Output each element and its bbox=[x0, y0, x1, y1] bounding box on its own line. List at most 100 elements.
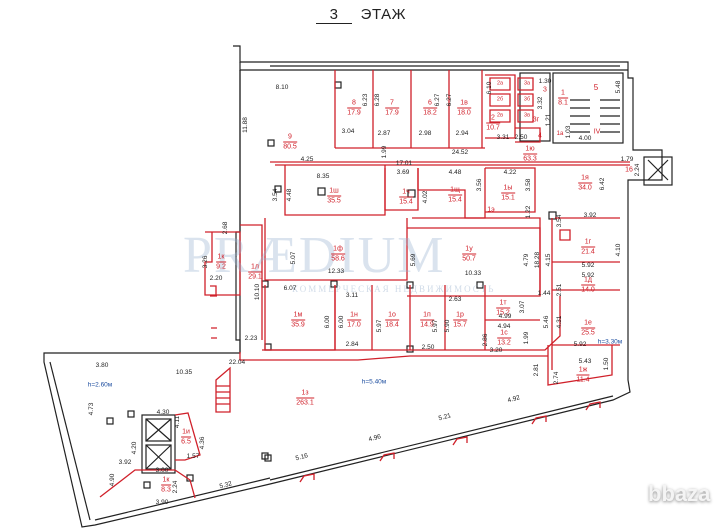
room-id: 3в bbox=[524, 112, 530, 119]
room-area: 25.5 bbox=[581, 329, 595, 337]
room-id: 3а bbox=[523, 80, 531, 87]
room-area: 15.7 bbox=[453, 321, 467, 329]
dimension-label: 5.92 bbox=[573, 340, 587, 348]
room-area: 18.0 bbox=[457, 109, 471, 117]
room-id: 16 bbox=[625, 166, 633, 174]
dimension-label: 2.51 bbox=[555, 283, 563, 297]
dimension-label: 5.48 bbox=[614, 80, 622, 94]
dimension-label: 6.00 bbox=[323, 315, 331, 329]
dimension-label: 3.04 bbox=[341, 127, 355, 135]
room-id: 7 bbox=[385, 100, 399, 109]
room-area: 17.0 bbox=[347, 321, 361, 329]
room-area: 8.3 bbox=[161, 486, 171, 494]
room-id: 1е bbox=[581, 320, 595, 329]
dimension-label: 4.30 bbox=[156, 408, 170, 416]
room-area: 15.4 bbox=[448, 196, 462, 204]
room-label: 5 bbox=[594, 84, 598, 92]
dimension-label: 4.20 bbox=[130, 441, 138, 455]
room-id: 1с bbox=[497, 330, 511, 339]
room-id: 1з bbox=[296, 390, 314, 399]
dimension-label: 12.33 bbox=[327, 267, 345, 275]
dimension-label: 1.57 bbox=[186, 452, 200, 460]
dimension-label: 3.31 bbox=[496, 133, 510, 141]
room-area: 29.1 bbox=[248, 273, 262, 281]
room-id: 1н bbox=[347, 312, 361, 321]
room-area: 63.3 bbox=[523, 155, 537, 163]
dimension-label: 6.07 bbox=[283, 284, 297, 292]
room-id: 1ч bbox=[399, 189, 413, 198]
dimension-label: 8.35 bbox=[316, 172, 330, 180]
dimension-label: 5.90 bbox=[443, 319, 451, 333]
room-id: 1в bbox=[457, 100, 471, 109]
dimension-label: 4.36 bbox=[198, 436, 206, 450]
room-area: 10.7 bbox=[486, 124, 500, 132]
room-id: 1и bbox=[181, 428, 191, 438]
dimension-label: 3.69 bbox=[396, 168, 410, 176]
room-id: 5 bbox=[593, 83, 599, 92]
dimension-label: 6.27 bbox=[433, 93, 441, 107]
room-id: 1ю bbox=[523, 146, 537, 155]
dimension-label: 2.50 bbox=[421, 343, 435, 351]
floor-title: 3 ЭТАЖ bbox=[316, 6, 406, 24]
room-id: 1р bbox=[453, 312, 467, 321]
dimension-label: 4.22 bbox=[503, 168, 517, 176]
dimension-label: 1.21 bbox=[544, 113, 552, 127]
dimension-label: 3.56 bbox=[475, 178, 483, 192]
room-label: 3в bbox=[524, 113, 530, 119]
dimension-label: 3.11 bbox=[345, 291, 359, 299]
room-id: IV bbox=[593, 128, 601, 136]
room-label: 3б bbox=[524, 97, 530, 103]
room-label: 3а bbox=[524, 81, 530, 87]
dimension-label: 1.30 bbox=[538, 77, 552, 85]
dimension-label: 4.00 bbox=[578, 134, 592, 142]
dimension-label: 4.79 bbox=[522, 253, 530, 267]
room-area: 35.5 bbox=[327, 197, 341, 205]
dimension-label: 22.04 bbox=[228, 358, 246, 366]
dimension-label: 8.10 bbox=[275, 83, 289, 91]
room-id: 1ш bbox=[327, 188, 341, 197]
room-area: 18.4 bbox=[385, 321, 399, 329]
dimension-label: 1.03 bbox=[564, 125, 572, 139]
dimension-label: 3.20 bbox=[489, 346, 503, 354]
dimension-label: 4.25 bbox=[300, 155, 314, 163]
dimension-label: 4.11 bbox=[173, 415, 181, 429]
room-area: 8.1 bbox=[558, 99, 568, 107]
room-id: 1а bbox=[556, 131, 564, 137]
room-area: 50.7 bbox=[462, 255, 476, 263]
dimension-label: 10.10 bbox=[253, 283, 261, 301]
dimension-label: 2.63 bbox=[448, 295, 462, 303]
dimension-label: 4.15 bbox=[544, 253, 552, 267]
dimension-label: 11.88 bbox=[241, 117, 249, 133]
site-watermark-badge: bbaza bbox=[648, 481, 711, 506]
room-id: 3б bbox=[523, 96, 531, 103]
room-id: 1ф bbox=[331, 245, 345, 255]
room-area: 18.2 bbox=[423, 109, 437, 117]
dimension-label: 3.54 bbox=[271, 188, 279, 202]
dimension-label: 4.48 bbox=[448, 168, 462, 176]
room-id: 1д bbox=[581, 277, 595, 286]
dimension-label: 2.94 bbox=[455, 129, 469, 137]
dimension-label: 1.99 bbox=[522, 331, 530, 345]
room-id: 1щ bbox=[448, 186, 462, 196]
dimension-label: 2.98 bbox=[418, 129, 432, 137]
dimension-label: 4.31 bbox=[555, 315, 563, 329]
dimension-label: 5.92 bbox=[581, 261, 595, 269]
room-id: 1п bbox=[420, 312, 434, 321]
dimension-label: 1.22 bbox=[524, 205, 532, 219]
room-label: 1а bbox=[557, 131, 564, 137]
dimension-label: 1.99 bbox=[380, 145, 388, 159]
